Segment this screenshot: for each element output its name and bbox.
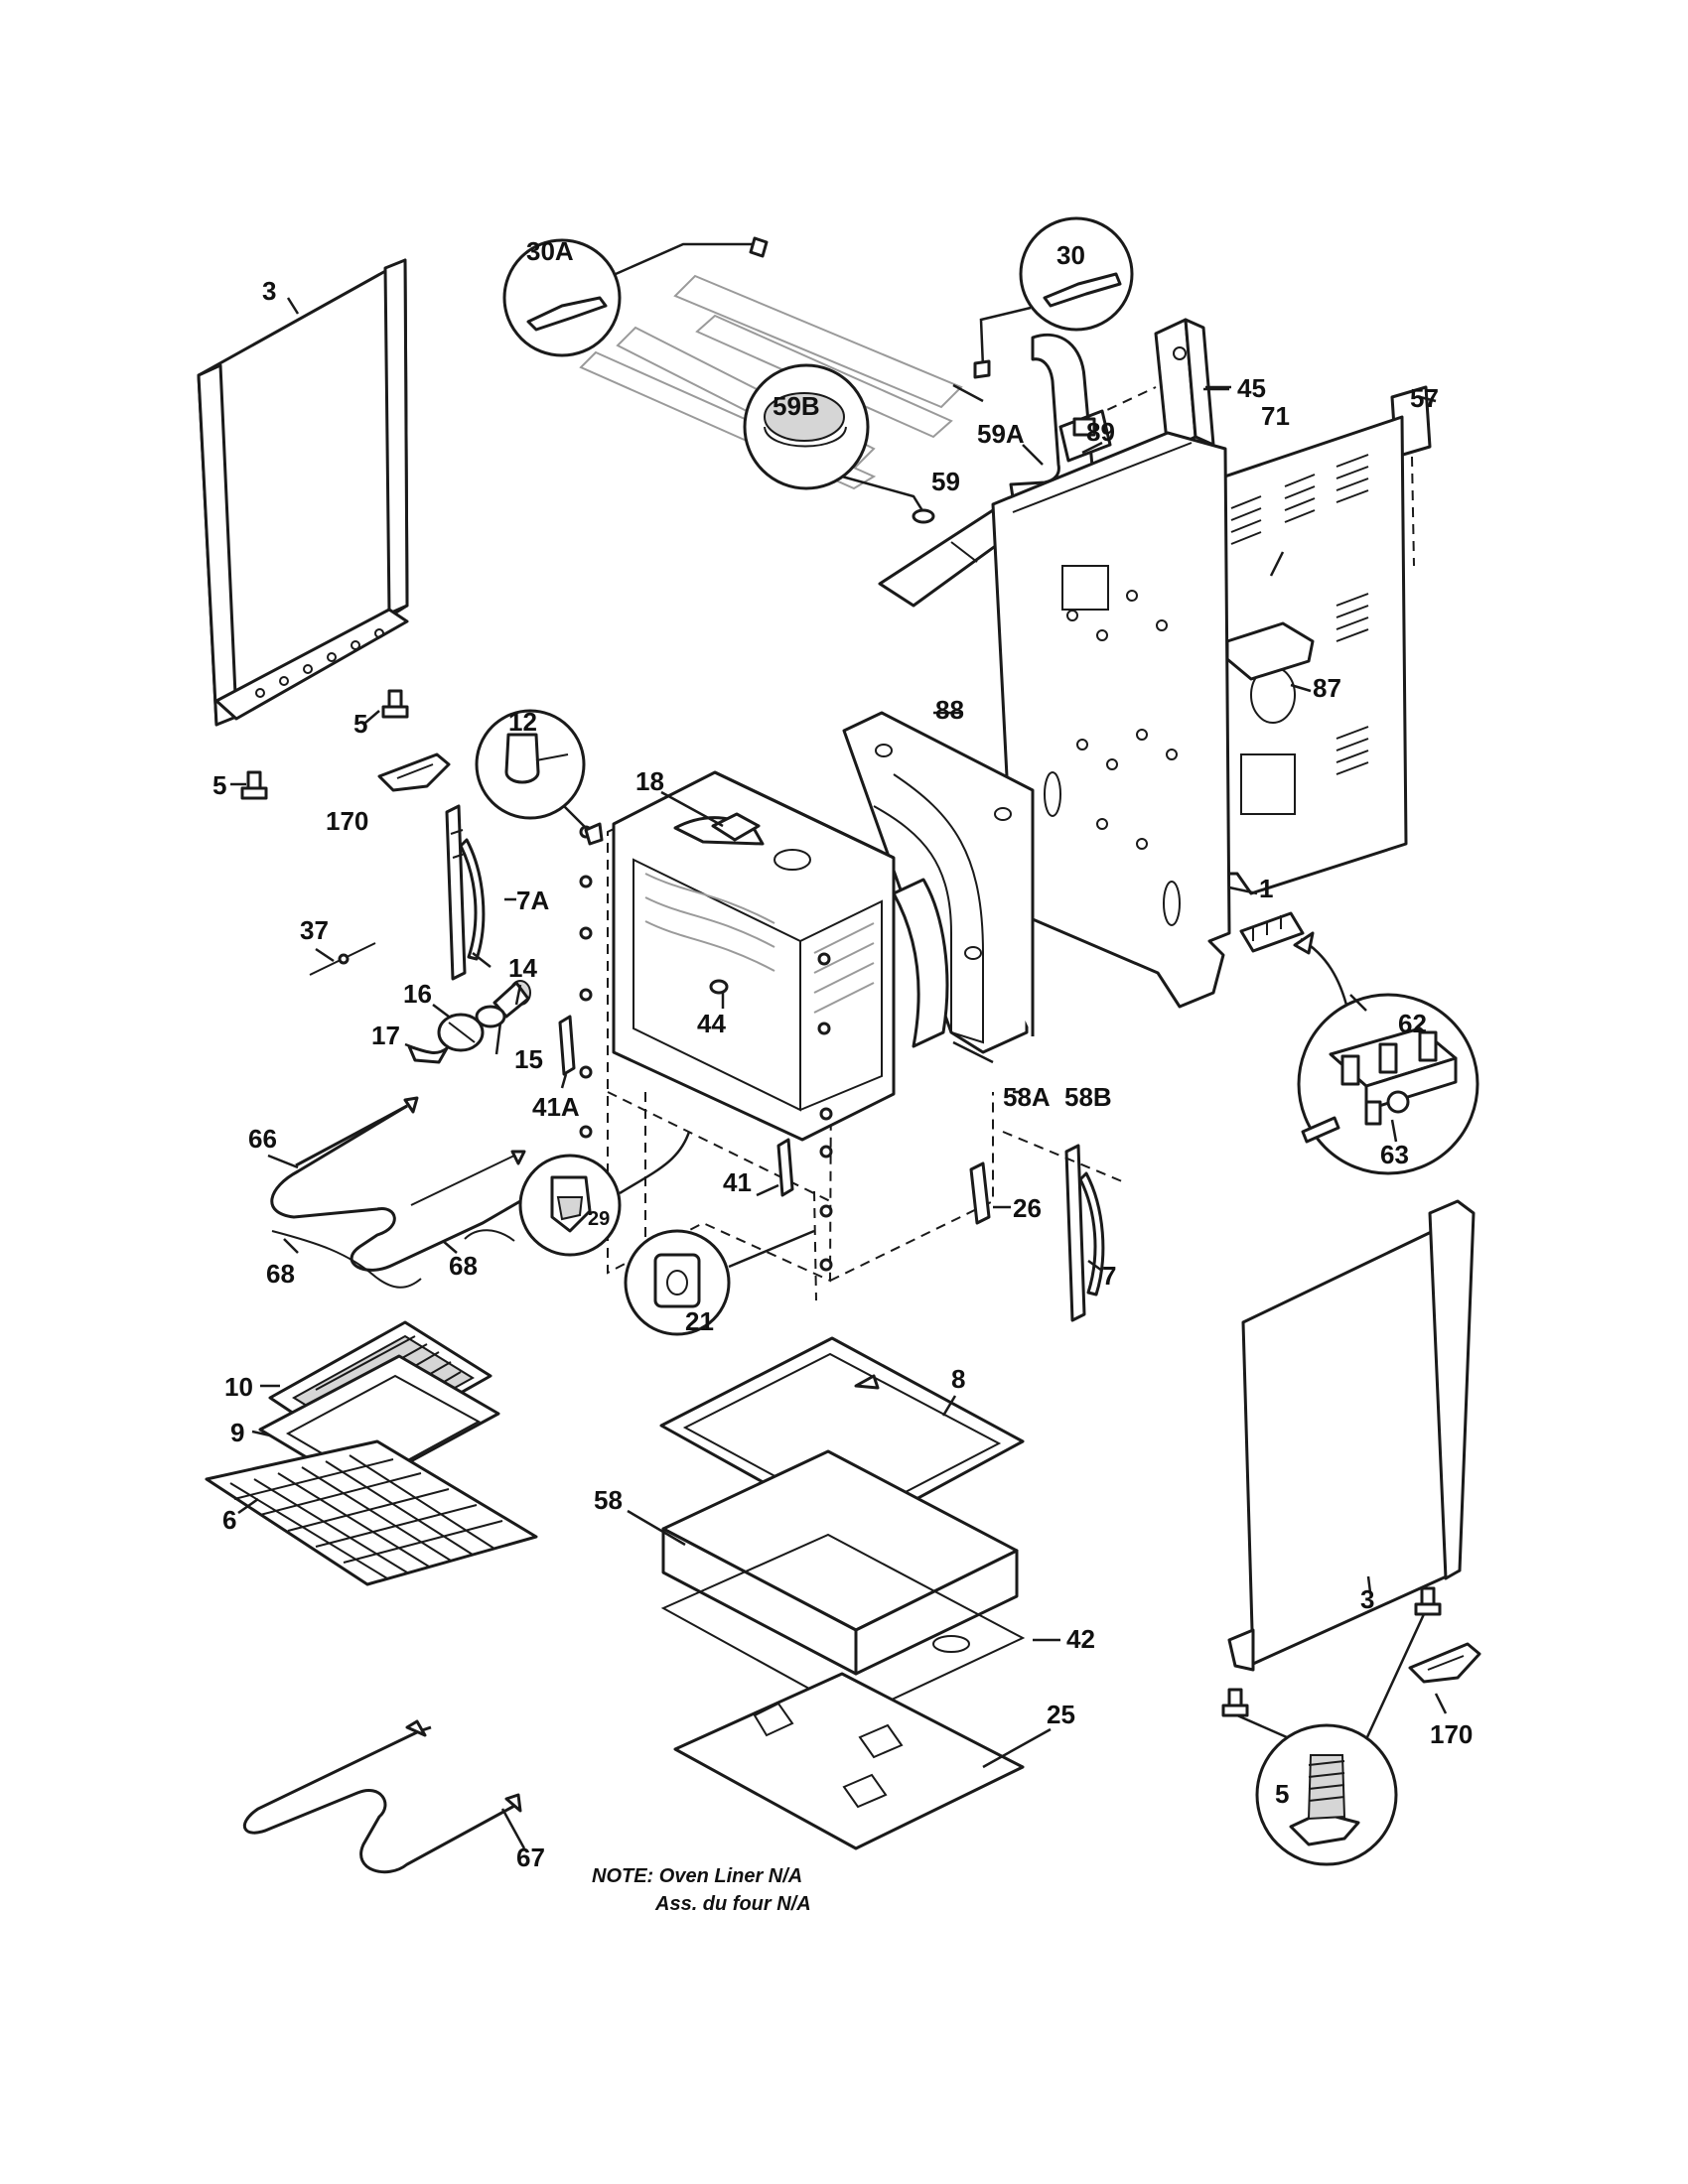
callout-30 [973, 216, 1134, 379]
label-part-5-c: 5 [1275, 1779, 1289, 1809]
part-41-bracket [776, 1138, 794, 1197]
part-58A-58B-insulation-strips [892, 878, 994, 1064]
label-part-58: 58 [594, 1485, 623, 1515]
callout-12-sensor [475, 709, 604, 846]
label-part-68-a: 68 [266, 1259, 295, 1289]
part-5-leveling-leg-right-upper [1414, 1586, 1442, 1616]
part-170-anti-tip-bracket-right [1408, 1642, 1481, 1684]
label-part-17: 17 [371, 1021, 400, 1050]
part-1-mounting-holes [1066, 590, 1178, 850]
label-part-37: 37 [300, 915, 329, 945]
label-part-5-a: 5 [353, 709, 367, 739]
part-5-leveling-leg-lower [240, 770, 268, 800]
part-37-wire [309, 942, 376, 976]
label-part-29: 29 [588, 1208, 610, 1230]
part-15-lamp-bulb [475, 1005, 506, 1028]
part-7A-door-hinge [445, 804, 486, 981]
label-part-30: 30 [1056, 240, 1085, 270]
part-58-bottom-insulation [661, 1449, 1019, 1676]
part-7-door-hinge [1002, 1131, 1123, 1322]
label-part-3-right: 3 [1360, 1584, 1374, 1614]
part-25-drawer-bottom [673, 1672, 1025, 1850]
label-part-10: 10 [224, 1372, 253, 1402]
part-41A-bracket [558, 1015, 576, 1076]
label-part-7: 7 [1102, 1261, 1116, 1291]
callout-30A [502, 236, 769, 357]
part-67-bake-element [243, 1719, 522, 1874]
oven-liner-note: NOTE: Oven Liner N/A Ass. du four N/A [592, 1865, 811, 1915]
label-part-62: 62 [1398, 1009, 1427, 1038]
part-66-broil-element [270, 1096, 526, 1272]
part-44-probe [709, 979, 729, 995]
part-3-right-side-panel [1227, 1199, 1476, 1672]
part-5-leveling-leg-right-lower [1221, 1688, 1249, 1717]
part-89-bracket [1058, 409, 1112, 463]
label-part-25: 25 [1047, 1700, 1075, 1729]
note-line-1: NOTE: Oven Liner N/A [592, 1865, 802, 1887]
part-170-anti-tip-bracket-left [377, 752, 451, 792]
callout-59B-vent-screen [743, 363, 935, 524]
part-6-oven-rack [205, 1439, 538, 1586]
label-part-170-left: 170 [326, 806, 368, 836]
label-part-8: 8 [951, 1364, 965, 1394]
label-part-6: 6 [222, 1505, 236, 1535]
part-3-left-side-panel [197, 258, 409, 727]
label-part-89: 89 [1086, 417, 1115, 447]
part-3-slot-holes [255, 628, 384, 698]
part-62-terminal-block [1239, 911, 1350, 1014]
part-18-bracket [660, 790, 761, 842]
label-part-3-left: 3 [262, 276, 276, 306]
label-part-7A: 7A [516, 886, 549, 915]
label-part-58A: 58A [1003, 1082, 1051, 1112]
part-16-lamp-cover [437, 1013, 485, 1052]
part-5-leveling-leg-upper [381, 689, 409, 719]
callout-21-clip [624, 1229, 815, 1336]
label-part-59: 59 [931, 467, 960, 496]
label-part-12: 12 [508, 707, 537, 737]
label-part-59B: 59B [773, 391, 820, 421]
label-part-18: 18 [635, 766, 664, 796]
part-88-insulation-wrap [842, 711, 1035, 1054]
note-line-2: Ass. du four N/A [654, 1893, 811, 1915]
part-number-labels: 3 5 5 30A 30 45 59A 59 59B 57 71 89 87 8… [212, 236, 1473, 1872]
label-part-58B: 58B [1064, 1082, 1112, 1112]
label-part-41: 41 [723, 1167, 752, 1197]
callout-62-63-terminal-block [1297, 993, 1479, 1175]
label-part-67: 67 [516, 1843, 545, 1872]
callout-29-clip [518, 1131, 691, 1257]
part-26-hinge-receptacle [969, 1161, 991, 1225]
label-part-26: 26 [1013, 1193, 1042, 1223]
label-part-16: 16 [403, 979, 432, 1009]
label-part-68-b: 68 [449, 1251, 478, 1281]
label-part-9: 9 [230, 1418, 244, 1447]
label-part-170-right: 170 [1430, 1719, 1473, 1749]
label-part-57: 57 [1410, 383, 1439, 413]
label-part-21: 21 [685, 1306, 714, 1336]
label-part-42: 42 [1066, 1624, 1095, 1654]
label-part-45: 45 [1237, 373, 1266, 403]
label-part-71: 71 [1261, 401, 1290, 431]
part-1-cabinet-back [991, 431, 1231, 1009]
label-part-59A: 59A [977, 419, 1025, 449]
label-part-1: 1 [1259, 874, 1273, 903]
label-part-5-b: 5 [212, 770, 226, 800]
label-part-87: 87 [1313, 673, 1341, 703]
part-68-wire-harness [271, 1229, 515, 1289]
label-part-66: 66 [248, 1124, 277, 1154]
label-part-63: 63 [1380, 1140, 1409, 1169]
callout-5-leveling-leg [1236, 1613, 1426, 1866]
part-45-vent-box [1154, 318, 1231, 453]
label-part-41A: 41A [532, 1092, 580, 1122]
label-part-15: 15 [514, 1044, 543, 1074]
label-part-30A: 30A [526, 236, 574, 266]
leader-lines [230, 297, 1448, 1849]
label-part-44: 44 [697, 1009, 726, 1038]
label-part-14: 14 [508, 953, 537, 983]
label-part-88: 88 [935, 695, 964, 725]
